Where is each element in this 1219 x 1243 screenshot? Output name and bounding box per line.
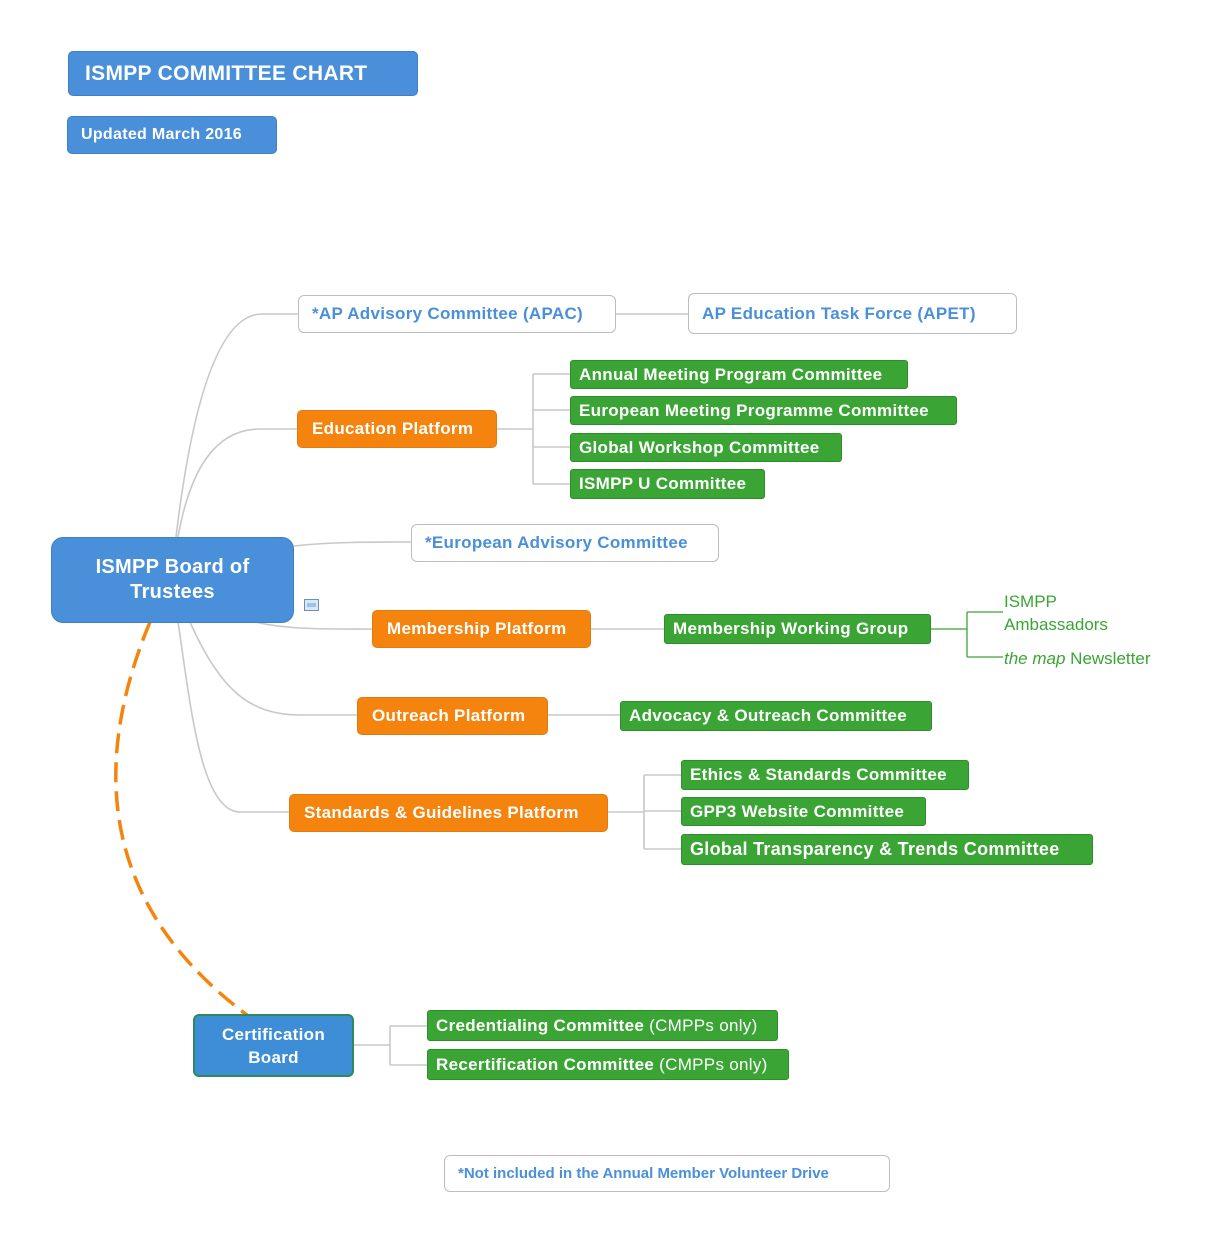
node-apet[interactable]: AP Education Task Force (APET) bbox=[688, 293, 1017, 334]
connector-education-children bbox=[497, 373, 570, 485]
connector-cert-children bbox=[354, 1025, 427, 1066]
note-icon[interactable] bbox=[304, 599, 319, 611]
footnote-text: *Not included in the Annual Member Volun… bbox=[458, 1165, 829, 1182]
footnote-box: *Not included in the Annual Member Volun… bbox=[444, 1155, 890, 1192]
node-annual-meeting-program[interactable]: Annual Meeting Program Committee bbox=[570, 360, 908, 389]
node-advocacy-outreach[interactable]: Advocacy & Outreach Committee bbox=[620, 701, 932, 731]
connector-group-leaves bbox=[930, 611, 1003, 658]
node-gpp3-label: GPP3 Website Committee bbox=[690, 801, 905, 821]
updated-badge: Updated March 2016 bbox=[67, 116, 277, 154]
node-ethics-standards[interactable]: Ethics & Standards Committee bbox=[681, 760, 969, 790]
connector-root-standards bbox=[177, 621, 289, 813]
node-certification-label: Certification Board bbox=[221, 1024, 326, 1067]
leaf-newsletter-italic: the map bbox=[1004, 649, 1066, 668]
node-apac[interactable]: *AP Advisory Committee (APAC) bbox=[298, 295, 616, 333]
node-working-group-label: Membership Working Group bbox=[673, 619, 909, 638]
connector-root-apac bbox=[175, 313, 298, 538]
node-recertification-label: Recertification Committee bbox=[436, 1054, 655, 1074]
node-standards-platform[interactable]: Standards & Guidelines Platform bbox=[289, 794, 608, 832]
node-global-workshop[interactable]: Global Workshop Committee bbox=[570, 433, 842, 462]
node-global-transparency-label: Global Transparency & Trends Committee bbox=[690, 839, 1060, 859]
node-outreach-label: Outreach Platform bbox=[372, 706, 526, 725]
leaf-ambassadors-label: ISMPP Ambassadors bbox=[1004, 592, 1108, 634]
node-standards-label: Standards & Guidelines Platform bbox=[304, 803, 579, 822]
node-education-label: Education Platform bbox=[312, 419, 474, 438]
node-ismpp-u-label: ISMPP U Committee bbox=[579, 474, 747, 493]
chart-title: ISMPP COMMITTEE CHART bbox=[68, 51, 418, 96]
node-recertification-note: (CMPPs only) bbox=[659, 1054, 768, 1074]
updated-text: Updated March 2016 bbox=[81, 126, 243, 143]
node-credentialing-committee[interactable]: Credentialing Committee (CMPPs only) bbox=[427, 1010, 778, 1041]
leaf-the-map-newsletter[interactable]: the map Newsletter bbox=[1004, 647, 1150, 670]
node-annual-meeting-label: Annual Meeting Program Committee bbox=[579, 364, 883, 384]
node-global-transparency[interactable]: Global Transparency & Trends Committee bbox=[681, 834, 1093, 865]
node-european-meeting-label: European Meeting Programme Committee bbox=[579, 400, 929, 420]
node-certification-board[interactable]: Certification Board bbox=[193, 1014, 354, 1077]
connector-standards-children bbox=[607, 774, 681, 850]
node-global-workshop-label: Global Workshop Committee bbox=[579, 437, 820, 457]
connector-root-european bbox=[293, 541, 412, 547]
node-european-advisory-label: *European Advisory Committee bbox=[425, 533, 688, 552]
node-apac-label: *AP Advisory Committee (APAC) bbox=[312, 304, 583, 323]
leaf-newsletter-text: Newsletter bbox=[1070, 649, 1151, 668]
leaf-ismpp-ambassadors[interactable]: ISMPP Ambassadors bbox=[1004, 590, 1124, 636]
node-credentialing-label: Credentialing Committee bbox=[436, 1015, 645, 1035]
root-node-board-of-trustees[interactable]: ISMPP Board of Trustees bbox=[51, 537, 294, 623]
node-membership-platform[interactable]: Membership Platform bbox=[372, 610, 591, 648]
connector-root-certification-dashed bbox=[114, 621, 249, 1017]
node-gpp3-website[interactable]: GPP3 Website Committee bbox=[681, 797, 926, 826]
root-node-label: ISMPP Board of Trustees bbox=[95, 556, 250, 603]
node-outreach-platform[interactable]: Outreach Platform bbox=[357, 697, 548, 735]
node-ismpp-u[interactable]: ISMPP U Committee bbox=[570, 469, 765, 499]
connector-root-outreach bbox=[189, 621, 357, 716]
node-apet-label: AP Education Task Force (APET) bbox=[702, 303, 976, 323]
node-european-meeting-programme[interactable]: European Meeting Programme Committee bbox=[570, 396, 957, 425]
connector-root-education bbox=[177, 428, 297, 538]
node-membership-working-group[interactable]: Membership Working Group bbox=[664, 614, 931, 644]
node-european-advisory[interactable]: *European Advisory Committee bbox=[411, 524, 719, 562]
node-advocacy-label: Advocacy & Outreach Committee bbox=[629, 706, 907, 725]
node-membership-label: Membership Platform bbox=[387, 619, 567, 638]
node-education-platform[interactable]: Education Platform bbox=[297, 410, 497, 448]
connector-root-membership bbox=[254, 621, 373, 630]
node-credentialing-note: (CMPPs only) bbox=[649, 1015, 758, 1035]
node-recertification-committee[interactable]: Recertification Committee (CMPPs only) bbox=[427, 1049, 789, 1080]
chart-title-text: ISMPP COMMITTEE CHART bbox=[85, 61, 368, 85]
node-ethics-label: Ethics & Standards Committee bbox=[690, 765, 947, 784]
